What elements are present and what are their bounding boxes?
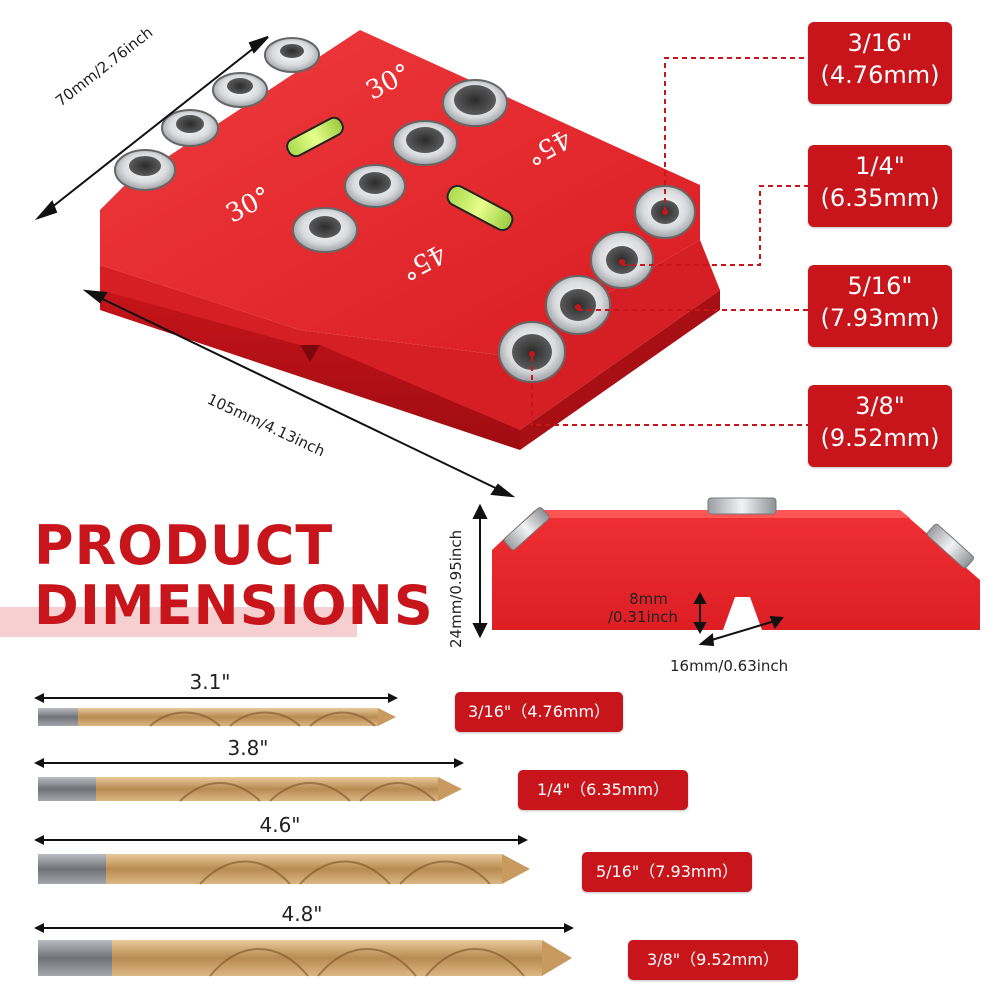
callout-1-4: 1/4" (6.35mm) xyxy=(808,145,952,227)
bubble-level-left xyxy=(286,116,344,158)
headline-line-2: DIMENSIONS xyxy=(34,574,434,637)
dimension-height-label: 24mm/0.95inch xyxy=(447,529,465,648)
bushings-45-row xyxy=(292,79,508,253)
groove-depth-line-2: /0.31inch xyxy=(608,608,678,626)
dimension-arrow-width xyxy=(34,36,269,221)
callout-3-16: 3/16" (4.76mm) xyxy=(808,22,952,104)
headline-line-1: PRODUCT xyxy=(34,514,334,577)
bubble-level-right xyxy=(446,184,514,232)
drill-bit-label-1-4: 1/4"（6.35mm） xyxy=(518,770,688,810)
jig-front-bevel xyxy=(100,240,720,430)
groove-depth-line-1: 8mm xyxy=(629,590,668,608)
jig-top-view: 30° 30° 45° 45° xyxy=(34,30,808,498)
drill-bit-length-1: 3.1" xyxy=(189,670,231,694)
drill-bit-5-16 xyxy=(34,835,530,885)
headline-accent-bar xyxy=(0,607,357,637)
drill-bit-3-16 xyxy=(34,693,398,727)
drill-bit-length-4: 4.8" xyxy=(281,902,323,926)
dimension-arrow-length xyxy=(82,289,516,498)
jig-front-side xyxy=(100,290,520,450)
jig-right-side xyxy=(520,290,720,450)
callout-5-16: 5/16" (7.93mm) xyxy=(808,265,952,347)
drill-bit-3-8 xyxy=(34,923,574,977)
callout-metric: (7.93mm) xyxy=(820,304,940,332)
callout-3-8: 3/8" (9.52mm) xyxy=(808,385,952,467)
callout-metric: (4.76mm) xyxy=(820,61,940,89)
drill-bit-label-5-16: 5/16"（7.93mm） xyxy=(582,852,752,892)
drill-bit-label-3-16: 3/16"（4.76mm） xyxy=(455,692,623,732)
dimension-groove-depth-label: 8mm /0.31inch xyxy=(608,590,678,626)
callout-metric: (9.52mm) xyxy=(820,424,940,452)
drill-bits-illustration xyxy=(34,693,574,977)
callout-size: 3/8" xyxy=(855,392,905,420)
callout-metric: (6.35mm) xyxy=(820,184,940,212)
drill-bit-1-4 xyxy=(34,758,464,802)
jig-side-view xyxy=(472,497,980,647)
drill-bit-length-2: 3.8" xyxy=(227,736,269,760)
bushings-30-row xyxy=(114,37,320,191)
drill-bit-length-3: 4.6" xyxy=(259,813,301,837)
drill-bit-label-3-8: 3/8"（9.52mm） xyxy=(628,940,798,980)
callout-size: 5/16" xyxy=(847,272,913,300)
callout-size: 3/16" xyxy=(847,29,913,57)
callout-size: 1/4" xyxy=(855,152,905,180)
dimension-groove-width-label: 16mm/0.63inch xyxy=(670,657,789,675)
callout-leaders xyxy=(531,57,808,426)
jig-groove xyxy=(300,345,320,362)
